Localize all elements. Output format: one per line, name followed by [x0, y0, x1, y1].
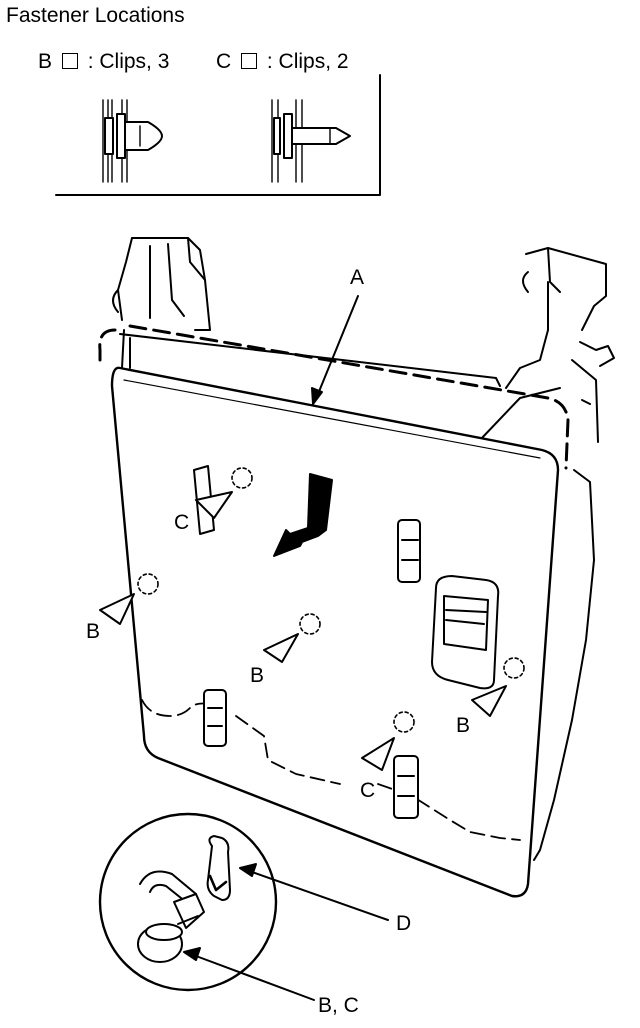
marker-c-lower — [361, 737, 395, 771]
detail-callout — [98, 812, 278, 992]
fastener-holes — [137, 467, 525, 733]
panel-slot-lower-right — [393, 755, 419, 819]
legend-c-box-icon — [241, 53, 258, 69]
legend-c-letter: C — [216, 50, 232, 73]
leader-bc — [183, 947, 315, 1001]
location-markers — [99, 491, 507, 771]
seat-frame-left — [112, 237, 211, 331]
legend-b-letter: B — [38, 50, 53, 73]
marker-b-right — [471, 685, 507, 717]
legend-clip-c: C : Clips, 2 — [216, 50, 349, 74]
latch-handle — [431, 575, 500, 690]
marker-b-center — [263, 633, 299, 663]
leader-d — [239, 863, 389, 921]
label-c-lower: C — [360, 779, 376, 802]
legend-frame — [55, 74, 381, 196]
clip-c-icon — [271, 99, 351, 183]
label-b-left: B — [86, 620, 101, 643]
label-bc: B, C — [318, 994, 359, 1017]
label-c-upper: C — [174, 511, 190, 534]
label-b-center: B — [250, 664, 265, 687]
marker-b-left — [99, 593, 135, 625]
marker-c-upper — [195, 491, 233, 519]
clip-b-icon — [102, 99, 163, 183]
label-d: D — [396, 912, 412, 935]
legend-b-text: : Clips, 3 — [87, 50, 170, 73]
label-a: A — [350, 266, 365, 289]
leader-a — [311, 295, 359, 405]
seat-frame-right — [479, 247, 615, 861]
legend-b-box-icon — [61, 53, 78, 69]
diagram-title: Fastener Locations — [6, 4, 185, 27]
panel-slot-mid-right — [397, 519, 421, 583]
legend-c-text: : Clips, 2 — [266, 50, 349, 73]
label-b-right: B — [456, 714, 471, 737]
panel-a-dashed-outline — [98, 324, 570, 470]
frame-rail — [121, 329, 125, 369]
removal-direction-arrow — [273, 473, 333, 557]
panel-slot-lower-left — [203, 689, 227, 747]
legend-clip-b: B : Clips, 3 — [38, 50, 169, 74]
